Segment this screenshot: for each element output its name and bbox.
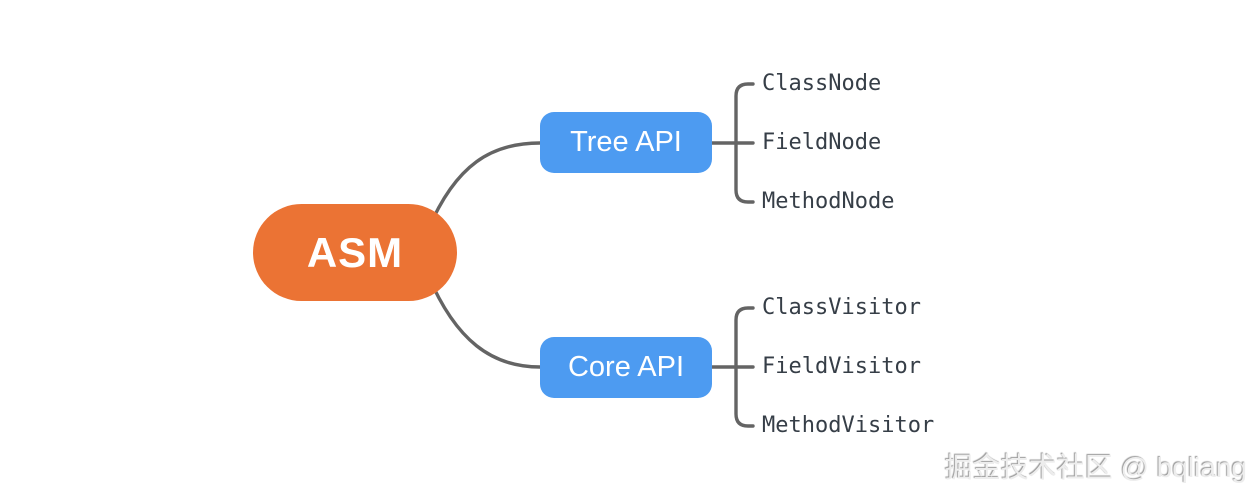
leaf-node-fieldnode: FieldNode (762, 130, 882, 155)
leaf-node-classvisitor: ClassVisitor (762, 295, 921, 320)
edge-tree-api-bracket (734, 82, 755, 204)
leaf-node-fieldvisitor: FieldVisitor (762, 354, 921, 379)
leaf-node-classnode: ClassNode (762, 71, 882, 96)
branch-node-label: Tree API (570, 126, 682, 158)
root-node-label: ASM (306, 228, 404, 276)
edge-core-api-bracket (734, 306, 755, 428)
watermark: 掘金技术社区 @ bqliang (944, 452, 1247, 483)
root-node-asm: ASM (253, 204, 457, 301)
connector-group (426, 82, 755, 428)
leaf-node-methodnode: MethodNode (762, 189, 895, 214)
leaf-node-methodvisitor: MethodVisitor (762, 413, 935, 438)
branch-node-label: Core API (567, 351, 685, 383)
branch-node-tree-api: Tree API (540, 112, 712, 173)
branch-node-core-api: Core API (540, 337, 712, 398)
edge-root-to-core-api (426, 273, 542, 369)
edge-root-to-tree-api (426, 141, 542, 232)
